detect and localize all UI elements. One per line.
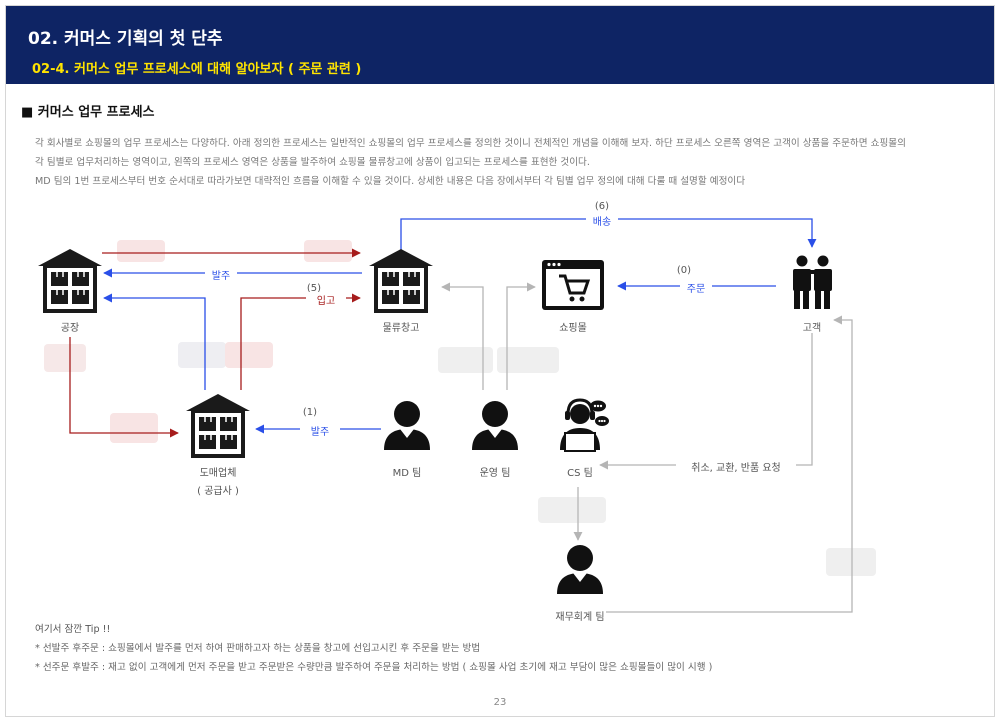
edge-delivery-label: 배송 bbox=[586, 213, 618, 228]
label-cs-team: CS 팀 bbox=[567, 468, 593, 479]
edge-order-number: (0) bbox=[676, 265, 692, 276]
intro-line-3: MD 팀의 1번 프로세스부터 번호 순서대로 따라가보면 대략적인 흐름을 이… bbox=[35, 176, 746, 187]
edge-receive-number: (5) bbox=[306, 283, 322, 294]
page-subtitle: 02-4. 커머스 업무 프로세스에 대해 알아보자 ( 주문 관련 ) bbox=[32, 62, 362, 77]
factory-icon bbox=[36, 247, 104, 313]
tip-item-1: * 선발주 후주문 : 쇼핑몰에서 발주를 먼저 하여 판매하고자 하는 상품을… bbox=[35, 643, 481, 654]
md-team-icon bbox=[384, 401, 430, 450]
label-ops-team: 운영 팀 bbox=[479, 468, 511, 479]
arrows bbox=[69, 218, 853, 613]
ops-team-icon bbox=[472, 401, 518, 450]
blurred-placeholders bbox=[44, 240, 876, 576]
edge-receive-label: 입고 bbox=[306, 292, 346, 307]
edge-order-label: 주문 bbox=[680, 280, 712, 295]
page-number: 23 bbox=[493, 697, 507, 708]
label-finance-team: 재무회계 팀 bbox=[555, 612, 605, 623]
page-title: 02. 커머스 기획의 첫 단추 bbox=[28, 29, 223, 49]
page-frame bbox=[5, 5, 995, 717]
label-warehouse: 물류창고 bbox=[382, 323, 420, 334]
edge-po-md-number: (1) bbox=[302, 407, 318, 418]
label-wholesaler-sub: ( 공급사 ) bbox=[197, 486, 239, 497]
wholesaler-icon bbox=[184, 392, 252, 458]
label-customer: 고객 bbox=[802, 323, 822, 334]
label-wholesaler: 도매업체 bbox=[199, 468, 237, 479]
finance-team-icon bbox=[557, 545, 603, 594]
shop-icon bbox=[542, 260, 604, 310]
warehouse-icon bbox=[367, 247, 435, 313]
tip-title: 여기서 잠깐 Tip !! bbox=[35, 624, 111, 635]
header-bar: 02. 커머스 기획의 첫 단추 02-4. 커머스 업무 프로세스에 대해 알… bbox=[6, 6, 994, 84]
cs-team-icon bbox=[560, 398, 609, 452]
section-title: ■ 커머스 업무 프로세스 bbox=[21, 105, 155, 120]
tip-item-2: * 선주문 후발주 : 재고 없이 고객에게 먼저 주문을 받고 주문받은 수량… bbox=[35, 662, 713, 673]
edge-cs-request-label: 취소, 교환, 반품 요청 bbox=[676, 459, 796, 474]
edge-po-top-label: 발주 bbox=[205, 267, 237, 282]
intro-line-2: 각 팀별로 업무처리하는 영역이고, 왼쪽의 프로세스 영역은 상품을 발주하여… bbox=[35, 157, 590, 168]
edge-delivery-number: (6) bbox=[594, 201, 610, 212]
intro-line-1: 각 회사별로 쇼핑몰의 업무 프로세스는 다양하다. 아래 정의한 프로세스는 … bbox=[35, 138, 906, 149]
label-md-team: MD 팀 bbox=[392, 468, 422, 479]
customer-icon bbox=[793, 255, 832, 309]
label-shop: 쇼핑몰 bbox=[559, 323, 587, 334]
label-factory: 공장 bbox=[60, 323, 80, 334]
edge-po-md-label: 발주 bbox=[300, 423, 340, 438]
